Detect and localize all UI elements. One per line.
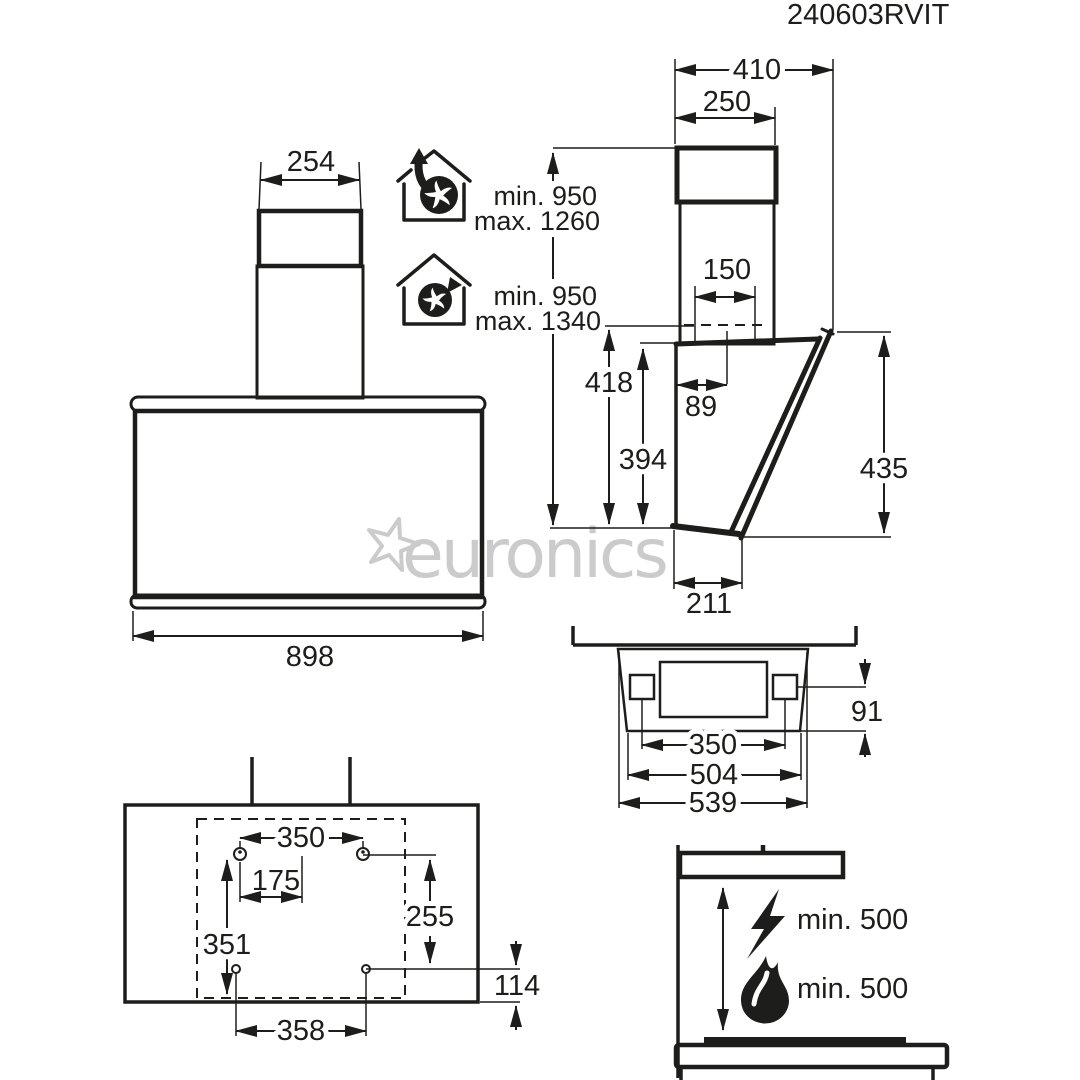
recirculation-min-height: min. 950 [493,281,597,311]
dim-chimney-depth-label: 250 [703,86,751,118]
exhaust-mode-house-icon [396,148,472,222]
hood-bottom-bar [677,850,846,880]
dim-lower-screw-span: 358 [235,973,367,1052]
dim-chimney-width: 254 [258,146,362,210]
top-view: 91 350 504 539 [571,626,883,824]
dim-height-with-duct-label: 418 [585,367,633,399]
dim-overall-width: 539 [618,652,808,824]
dim-half-span: 175 [239,856,303,903]
mounting-view: 350 175 351 255 114 [123,757,540,1052]
dim-bottom-depth-label: 211 [686,588,732,620]
bottom-trim-strip [129,593,487,610]
dim-collar-offset: 91 [797,659,883,757]
glass-panel-inner [728,335,823,535]
motor-housing [658,660,769,719]
hob-surface [704,1037,906,1045]
chimney-upper-front [256,208,364,269]
electric-hob-clearance-label: min. 500 [797,904,908,936]
dim-duct-offset: 89 [676,331,728,423]
dim-body-depth-label: 504 [690,759,738,791]
dim-panel-height: 435 [744,331,913,538]
dim-duct-diameter: 150 [694,254,756,341]
dim-overall-width-label: 539 [689,787,737,819]
dim-body-width: 898 [132,611,484,673]
dim-bracket-span-label: 350 [689,729,737,761]
glass-panel-outer [738,328,834,541]
right-bracket [771,673,799,701]
dim-duct-offset-label: 89 [685,391,717,423]
watermark-text: euronics [402,515,666,594]
exhaust-min-height: min. 950 [493,181,597,211]
dim-depth-total-label: 410 [733,54,781,86]
left-bracket [628,673,656,701]
dim-left-height-label: 351 [203,929,251,961]
lower-screw-holes [231,964,371,974]
dim-body-height: 394 [614,342,675,525]
dim-bracket-span: 350 [641,700,786,766]
star-icon [367,517,421,572]
fan-blades [424,180,452,209]
dim-body-depth: 504 [627,733,802,796]
dim-body-width-label: 898 [286,641,334,673]
dim-duct-diameter-label: 150 [703,254,751,286]
lightning-icon [747,889,785,959]
dim-right-height-label: 255 [406,901,454,933]
dim-body-height-label: 394 [619,444,667,476]
front-view: 254 898 [129,146,487,673]
dim-height-with-duct: 418 [580,325,694,525]
dim-lower-screw-span-label: 358 [277,1015,325,1047]
dim-lower-offset: 114 [366,941,540,1030]
dim-half-span-label: 175 [252,865,300,897]
hood-top-edge [673,336,821,347]
hood-body-front [132,408,485,600]
mounting-plate-outline [123,803,480,1004]
euronics-watermark: euronics [367,515,669,594]
dim-bottom-depth: 211 [673,530,743,620]
gas-hob-clearance-label: min. 500 [797,973,908,1005]
flame-icon [740,956,789,1024]
dim-collar-offset-label: 91 [851,696,883,728]
countertop [673,1042,950,1070]
installation-heights: min. 950 max. 1260 min. 950 max. 1340 [396,147,676,529]
dim-chimney-width-label: 254 [287,146,335,178]
dim-right-height: 255 [363,854,459,964]
template-dashed-outline [196,818,406,999]
dim-upper-screw-span-label: 350 [277,822,325,854]
chimney-upper-side [674,145,779,205]
recirculation-max-height: max. 1340 [475,306,601,336]
dim-panel-height-label: 435 [860,453,908,485]
side-view: 410 250 150 89 418 394 [580,49,913,620]
chimney-lower-front [255,264,365,400]
clearance-view: min. 500 min. 500 [673,845,950,1080]
dim-chimney-depth: 250 [674,86,776,145]
dim-upper-screw-span: 350 [239,817,364,859]
recirculation-mode-house-icon [396,253,472,326]
dim-depth-total: 410 [674,49,834,330]
top-view-body-outline [616,647,810,733]
exhaust-max-height: max. 1260 [474,206,600,236]
fan-blades [422,287,446,312]
document-code: 240603RVIT [787,0,950,31]
dim-lower-offset-label: 114 [494,970,540,1002]
dim-left-height: 351 [198,859,256,995]
hood-bottom-edge [670,523,742,537]
